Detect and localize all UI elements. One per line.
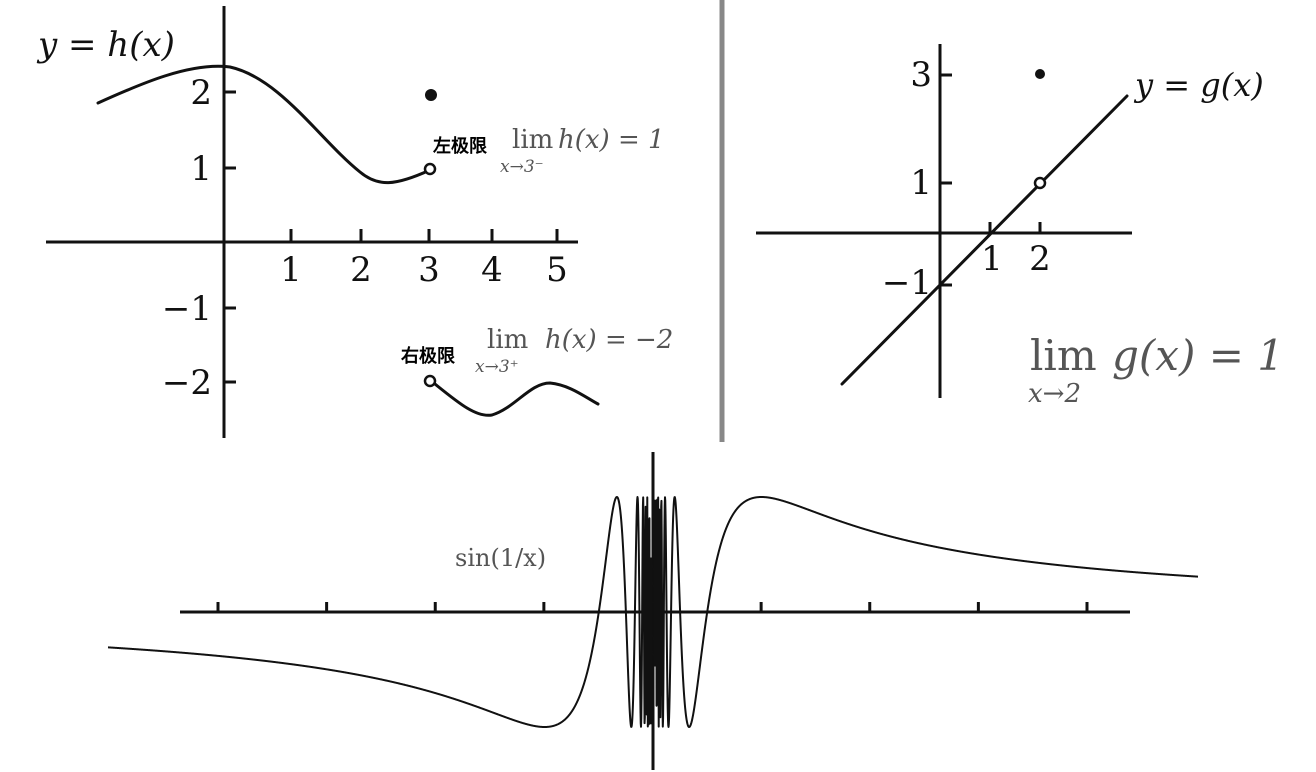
h-function-label: y = h(x) bbox=[36, 25, 175, 65]
h-y-tick-label: 2 bbox=[190, 73, 212, 113]
left-limit-sub: x→3⁻ bbox=[500, 157, 544, 177]
h-left-branch-curve bbox=[96, 64, 432, 185]
chart-g: 1 2 3 1 −1 y = g(x) lim x→2 g(x) = 1 bbox=[756, 44, 1284, 409]
g-limit-op: lim bbox=[1030, 331, 1097, 380]
g-filled-point bbox=[1035, 69, 1045, 79]
left-limit-op: lim bbox=[512, 125, 553, 155]
sin-function-label: sin(1/x) bbox=[455, 544, 546, 572]
h-y-tick-label: −1 bbox=[162, 289, 212, 329]
g-y-tick-label: −1 bbox=[882, 263, 932, 303]
h-filled-point bbox=[425, 89, 437, 101]
h-open-point bbox=[423, 162, 437, 176]
right-limit-sub: x→3⁺ bbox=[475, 357, 519, 377]
right-limit-op: lim bbox=[487, 325, 528, 355]
h-x-tick-label: 2 bbox=[350, 250, 372, 290]
left-limit-expr: h(x) = 1 bbox=[558, 125, 665, 155]
right-limit-expr: h(x) = −2 bbox=[545, 325, 673, 355]
h-x-tick-label: 4 bbox=[481, 250, 503, 290]
g-open-point bbox=[1033, 176, 1047, 190]
g-y-tick-label: 3 bbox=[910, 55, 932, 95]
chart-sin-inverse: sin(1/x) bbox=[107, 452, 1199, 770]
left-limit-tag: 左极限 bbox=[433, 135, 488, 157]
right-limit-tag: 右极限 bbox=[401, 345, 456, 367]
g-line bbox=[840, 94, 1129, 386]
h-open-point bbox=[423, 374, 437, 388]
g-limit-expr: g(x) = 1 bbox=[1112, 331, 1284, 380]
sin-x-ticks bbox=[216, 602, 1089, 612]
sin-inverse-curve bbox=[107, 496, 1199, 728]
g-x-tick-label: 2 bbox=[1029, 239, 1051, 279]
h-x-tick-label: 1 bbox=[280, 250, 302, 290]
h-x-tick-label: 3 bbox=[418, 250, 440, 290]
g-x-tick-label: 1 bbox=[981, 239, 1003, 279]
g-limit-sub: x→2 bbox=[1028, 379, 1081, 409]
g-y-tick-label: 1 bbox=[910, 163, 932, 203]
g-function-label: y = g(x) bbox=[1133, 66, 1264, 104]
chart-h: 1 2 3 4 5 2 1 −1 −2 y = h(x) 左极限 lim x→3… bbox=[36, 6, 673, 438]
h-x-tick-label: 5 bbox=[546, 250, 568, 290]
h-y-tick-label: −2 bbox=[162, 363, 212, 403]
h-right-branch-curve bbox=[428, 378, 600, 417]
h-y-tick-label: 1 bbox=[190, 149, 212, 189]
